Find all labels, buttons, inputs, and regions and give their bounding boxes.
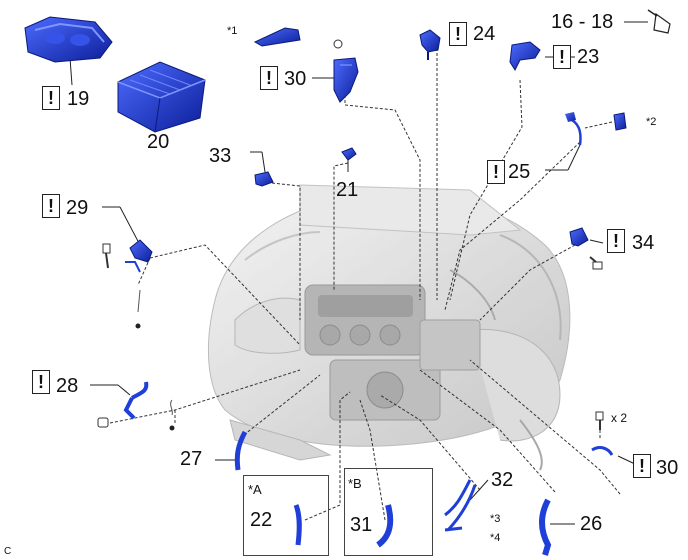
inset-box-a <box>243 475 329 556</box>
label-31: 31 <box>350 514 373 536</box>
part-note2-connector <box>613 112 627 131</box>
note-2: *2 <box>646 116 657 128</box>
label-20: 20 <box>147 131 170 153</box>
warning-icon: ! <box>553 45 571 69</box>
part-19-engine-cover <box>24 16 113 63</box>
note-b: *B <box>348 476 362 491</box>
note-1: *1 <box>227 25 238 37</box>
label-28: 28 <box>56 375 79 397</box>
part-33-sensor <box>254 171 274 187</box>
part-20-block <box>117 61 206 133</box>
warning-icon: ! <box>260 66 278 90</box>
bolt-quantity: x 2 <box>611 411 628 425</box>
part-28-hose <box>97 381 175 431</box>
label-23: 23 <box>577 46 600 68</box>
part-26-hose <box>539 498 552 556</box>
part-24-connector <box>419 29 441 60</box>
part-27-pipe <box>234 430 248 471</box>
label-25: 25 <box>508 161 531 183</box>
part-32-pipes <box>444 479 477 532</box>
part-31-hose <box>376 504 394 548</box>
part-29-sensor <box>102 239 153 329</box>
warning-icon: ! <box>42 194 60 218</box>
bolt-icon <box>595 411 604 430</box>
label-29: 29 <box>66 197 89 219</box>
corner-letter: C <box>4 546 12 557</box>
part-34-sensor <box>569 227 603 270</box>
part-21-clip <box>341 147 357 161</box>
part-22-pipe <box>293 504 302 546</box>
o-ring-icon <box>135 323 141 329</box>
warning-icon: ! <box>607 229 625 253</box>
label-22: 22 <box>250 509 273 531</box>
bolt-icon <box>97 417 109 428</box>
part-25-wire <box>565 112 582 146</box>
label-26: 26 <box>580 513 603 535</box>
bolt-icon <box>102 243 111 269</box>
warning-icon: ! <box>32 370 50 394</box>
warning-icon: ! <box>633 454 651 478</box>
note-a: *A <box>248 482 262 497</box>
grease-pen-icon <box>647 9 671 34</box>
label-16-18: 16 - 18 <box>551 11 614 33</box>
label-24: 24 <box>473 23 496 45</box>
part-30-bottom <box>591 411 614 456</box>
label-30-top: 30 <box>284 68 307 90</box>
note-4: *4 <box>490 532 501 544</box>
warning-icon: ! <box>42 86 60 110</box>
label-27: 27 <box>180 448 203 470</box>
o-ring-icon <box>169 425 175 431</box>
part-note1-bracket <box>253 27 301 47</box>
inset-box-b <box>344 468 433 556</box>
warning-icon: ! <box>449 22 467 46</box>
part-30-bracket <box>333 39 359 103</box>
engine-compartment <box>208 184 571 471</box>
label-19: 19 <box>67 88 90 110</box>
label-33: 33 <box>209 145 232 167</box>
bolt-icon <box>589 256 603 270</box>
label-30-bottom: 30 <box>656 457 679 479</box>
label-21: 21 <box>336 179 359 201</box>
warning-icon: ! <box>487 160 505 184</box>
part-23-connector <box>509 41 541 72</box>
label-32: 32 <box>491 469 514 491</box>
note-3: *3 <box>490 513 501 525</box>
label-34: 34 <box>632 232 655 254</box>
solid-leaders <box>69 21 648 525</box>
